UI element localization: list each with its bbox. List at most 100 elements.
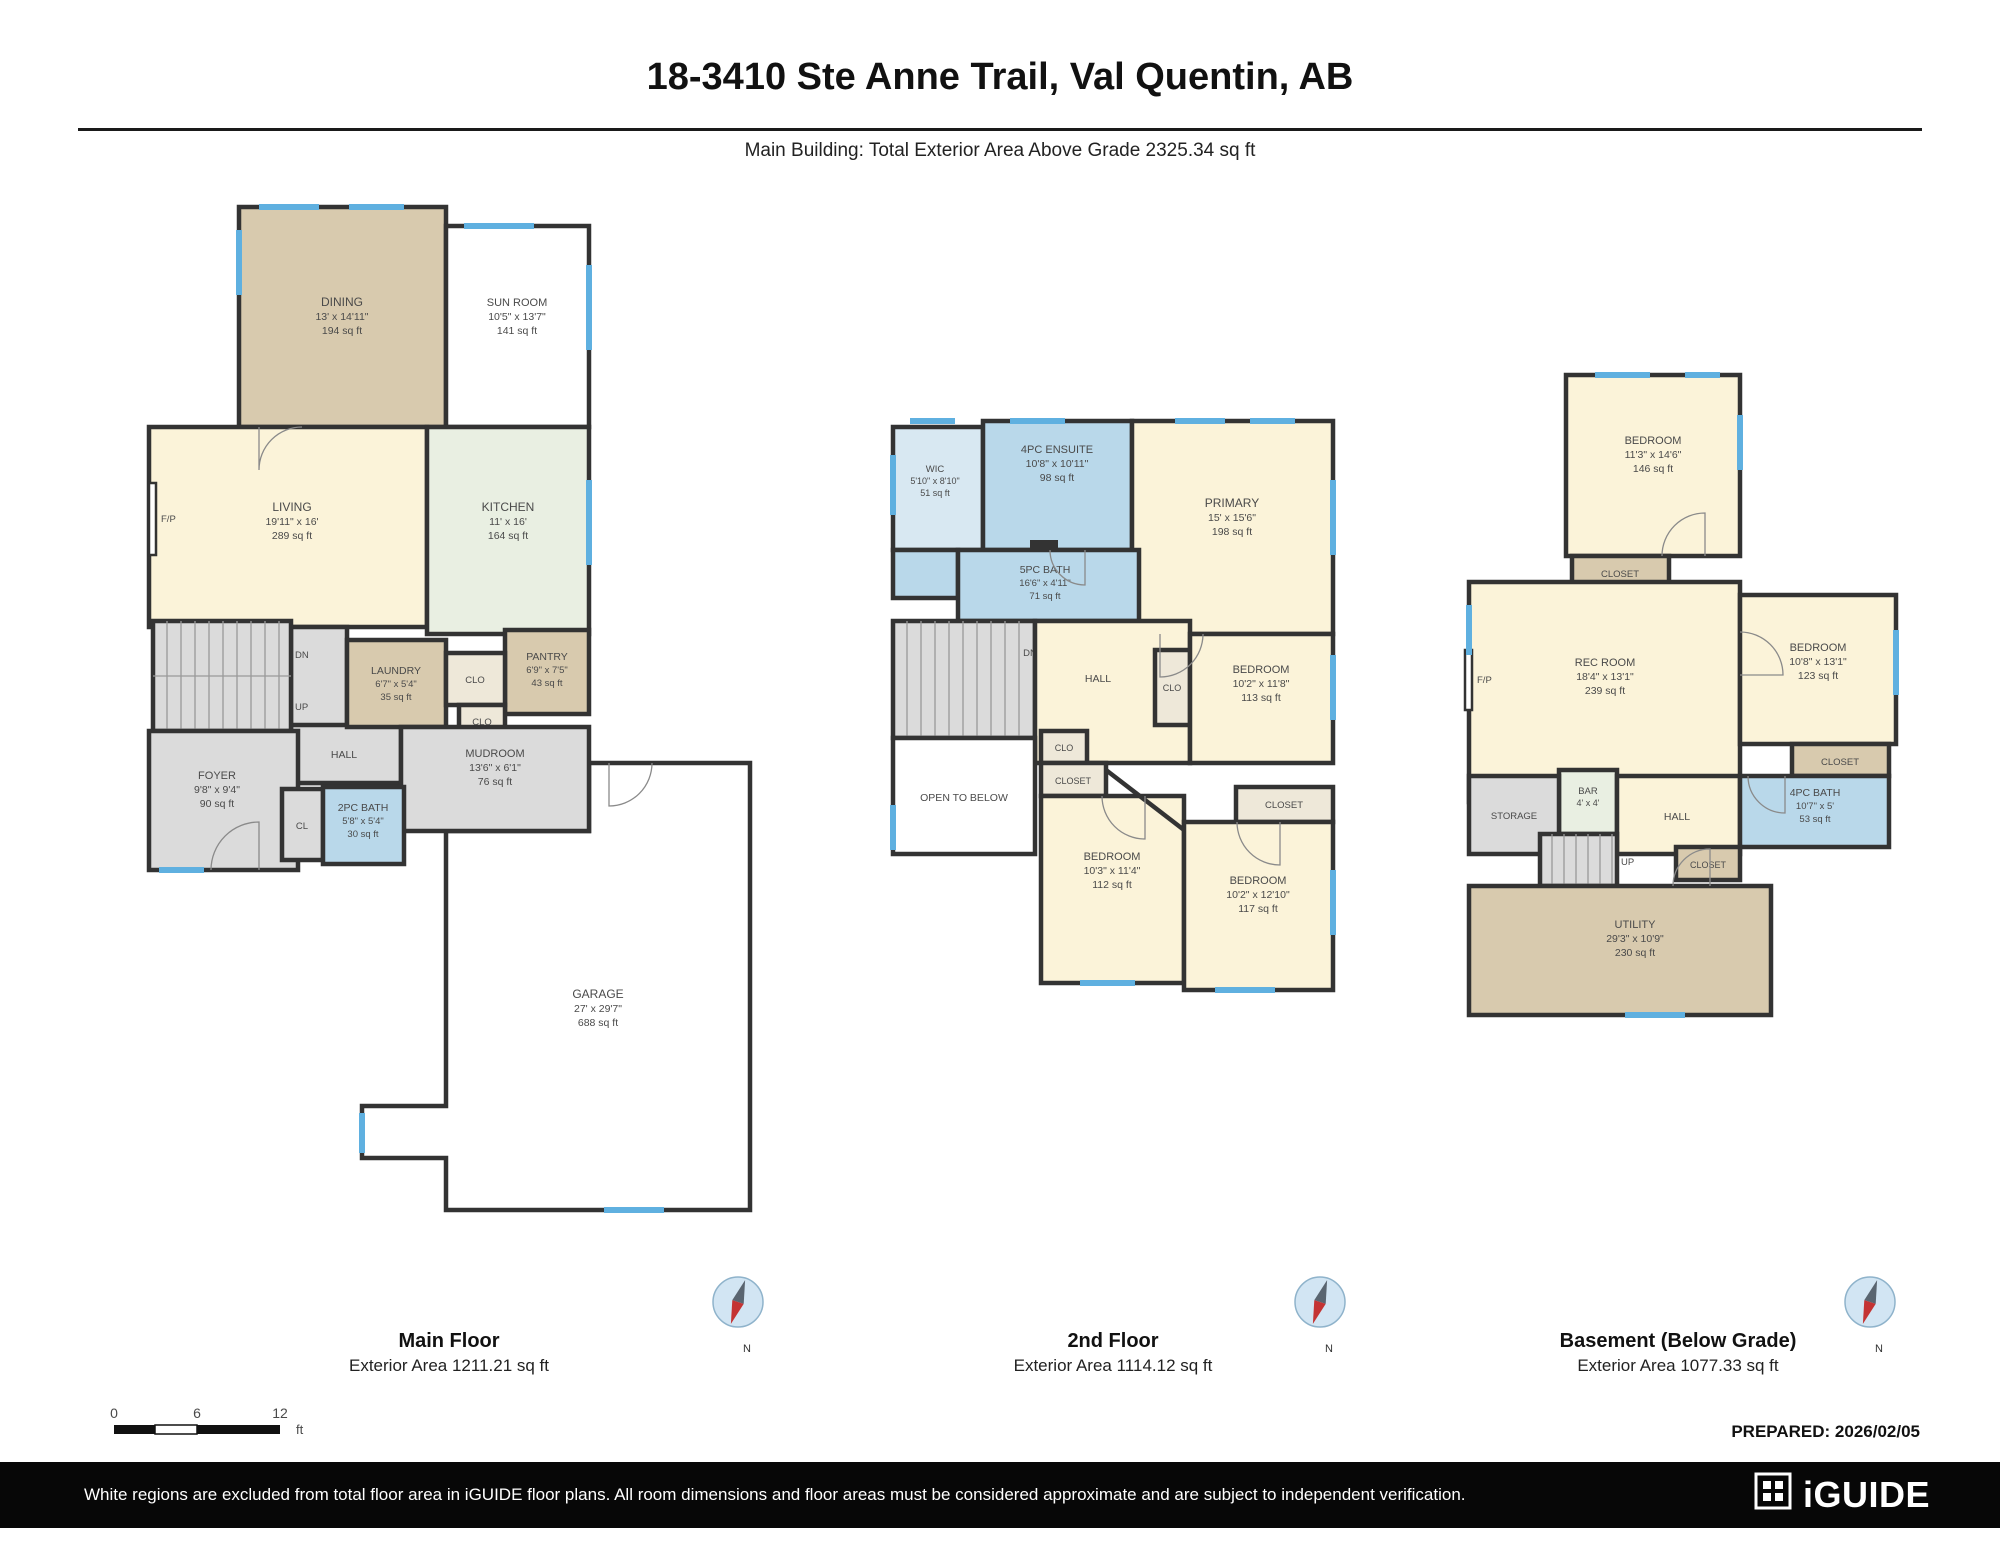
bedroom6-dims: 10'8" x 13'1": [1789, 656, 1847, 668]
staircase: DN UP: [150, 618, 309, 734]
closet2-label: CLOSET: [1821, 757, 1859, 768]
door-swings: [1049, 549, 1281, 866]
recroom-area: 239 sq ft: [1585, 685, 1625, 697]
bath2pc-area: 30 sq ft: [347, 829, 379, 840]
hall-label: HALL: [1085, 673, 1111, 685]
hall-label: HALL: [331, 749, 357, 761]
kitchen-area: 164 sq ft: [488, 530, 528, 542]
room-kitchen: KITCHEN 11' x 16' 164 sq ft: [424, 424, 592, 637]
up-label: UP: [295, 702, 308, 713]
living-dims: 19'11" x 16': [265, 516, 318, 528]
bath5pc-area: 71 sq ft: [1029, 591, 1061, 602]
room-ensuite: 4PC ENSUITE 10'8" x 10'11" 98 sq ft: [980, 418, 1135, 553]
foyer-area: 90 sq ft: [200, 798, 235, 810]
storage-label: STORAGE: [1491, 811, 1537, 822]
primary-area: 198 sq ft: [1212, 526, 1252, 538]
stairs-treads: [1551, 834, 1613, 886]
room-utility: UTILITY 29'3" x 10'9" 230 sq ft: [1466, 883, 1774, 1018]
laundry-dims: 6'7" x 5'4": [375, 679, 417, 690]
utility-dims: 29'3" x 10'9": [1606, 933, 1664, 945]
recroom-name: REC ROOM: [1575, 657, 1636, 669]
basement-caption: Basement (Below Grade) Exterior Area 107…: [1518, 1330, 1838, 1376]
second-floor-plan: WIC 5'10" x 8'10" 51 sq ft 4PC ENSUITE 1…: [890, 418, 1336, 993]
clo2-label: CLO: [472, 717, 492, 728]
bedroom5-name: BEDROOM: [1625, 435, 1682, 447]
clo1-label: CLO: [465, 675, 485, 686]
bedroom2-dims: 10'2" x 11'8": [1233, 678, 1290, 690]
bedroom6-area: 123 sq ft: [1798, 670, 1838, 682]
closet-small: CLO: [1038, 728, 1090, 766]
scale-segment: [197, 1425, 280, 1434]
windows: [1466, 372, 1899, 1018]
dining-name: DINING: [321, 295, 363, 309]
kitchen-name: KITCHEN: [482, 500, 535, 514]
fp-label: F/P: [1477, 675, 1492, 686]
wic-area: 51 sq ft: [920, 488, 950, 498]
pantry-name: PANTRY: [526, 651, 568, 663]
wic-dims: 5'10" x 8'10": [910, 476, 959, 486]
hallway: HALL: [1614, 773, 1743, 857]
open-label: OPEN TO BELOW: [920, 792, 1008, 804]
scale-bar: 0 6 12 ft: [110, 1405, 304, 1437]
ensuite-dims: 10'8" x 10'11": [1026, 458, 1089, 470]
utility-area: 230 sq ft: [1615, 947, 1655, 959]
room-bedroom5: BEDROOM 11'3" x 14'6" 146 sq ft: [1563, 372, 1743, 559]
iguide-logo-text: iGUIDE: [1802, 1474, 1930, 1515]
pantry-area: 43 sq ft: [531, 678, 563, 689]
room-bedroom6: BEDROOM 10'8" x 13'1" 123 sq ft: [1737, 592, 1899, 747]
windows: [159, 204, 664, 1213]
compass-rose-main: N: [712, 1276, 764, 1355]
bedroom4-area: 117 sq ft: [1238, 903, 1278, 915]
main-floor-caption: Main Floor Exterior Area 1211.21 sq ft: [289, 1330, 609, 1376]
scale-tick-6: 6: [193, 1405, 201, 1421]
mudroom-dims: 13'6" x 6'1": [469, 762, 521, 774]
sunroom-dims: 10'5" x 13'7": [488, 311, 546, 323]
compass-needle: [1862, 1280, 1878, 1324]
scale-segment: [114, 1425, 155, 1434]
laundry-area: 35 sq ft: [380, 692, 412, 703]
pantry-dims: 6'9" x 7'5": [526, 665, 568, 676]
open-to-below: OPEN TO BELOW: [890, 735, 1038, 857]
garage-name: GARAGE: [572, 987, 623, 1001]
room-sunroom: SUN ROOM 10'5" x 13'7" 141 sq ft: [443, 223, 592, 430]
room-wic: WIC 5'10" x 8'10" 51 sq ft: [890, 424, 986, 553]
second-floor-caption: 2nd Floor Exterior Area 1114.12 sq ft: [953, 1330, 1273, 1376]
primary-name: PRIMARY: [1205, 496, 1259, 510]
bedroom2-area: 113 sq ft: [1241, 692, 1281, 704]
bath2pc-name: 2PC BATH: [338, 802, 389, 814]
clo1-label: CLO: [1163, 683, 1182, 693]
page-title: 18-3410 Ste Anne Trail, Val Quentin, AB: [646, 56, 1354, 98]
foyer-name: FOYER: [198, 770, 236, 782]
basement-name: Basement (Below Grade): [1559, 1330, 1797, 1352]
main-floor-plan: GARAGE 27' x 29'7" 688 sq ft DINING 13' …: [146, 204, 753, 1213]
closet-bed6: CLOSET: [1789, 741, 1892, 779]
stairs-treads: [906, 621, 1020, 738]
stairs-treads: [153, 621, 291, 731]
prepared-date: PREPARED: 2026/02/05: [1731, 1422, 1920, 1441]
hallway-corridor: HALL: [288, 624, 404, 786]
bath4pc-dims: 10'7" x 5': [1796, 801, 1834, 812]
iguide-logo: iGUIDE: [1753, 1471, 1930, 1520]
door-swings: [1661, 512, 1786, 887]
primary-dims: 15' x 15'6": [1208, 512, 1256, 524]
scale-tick-0: 0: [110, 1405, 118, 1421]
room-mudroom: MUDROOM 13'6" x 6'1" 76 sq ft: [398, 724, 592, 834]
dining-area: 194 sq ft: [322, 325, 362, 337]
room-4pc-bath: 4PC BATH 10'7" x 5' 53 sq ft: [1737, 773, 1892, 850]
bedroom3-dims: 10'3" x 11'4": [1084, 865, 1141, 877]
scale-unit: ft: [296, 1422, 304, 1437]
main-floor-name: Main Floor: [398, 1330, 500, 1352]
room-dining: DINING 13' x 14'11" 194 sq ft: [236, 204, 449, 430]
bar-name: BAR: [1578, 786, 1598, 797]
recroom-dims: 18'4" x 13'1": [1576, 671, 1634, 683]
living-name: LIVING: [272, 500, 311, 514]
scale-segment: [154, 1424, 198, 1435]
closet3-label: CLOSET: [1690, 860, 1727, 870]
door-swings: [210, 426, 653, 871]
compass-n-label: N: [743, 1343, 751, 1355]
fp-label: F/P: [161, 514, 176, 525]
bedroom3-name: BEDROOM: [1084, 851, 1141, 863]
room-bedroom4: BEDROOM 10'2" x 12'10" 117 sq ft: [1181, 819, 1336, 993]
closet-1: CLO: [443, 650, 508, 708]
